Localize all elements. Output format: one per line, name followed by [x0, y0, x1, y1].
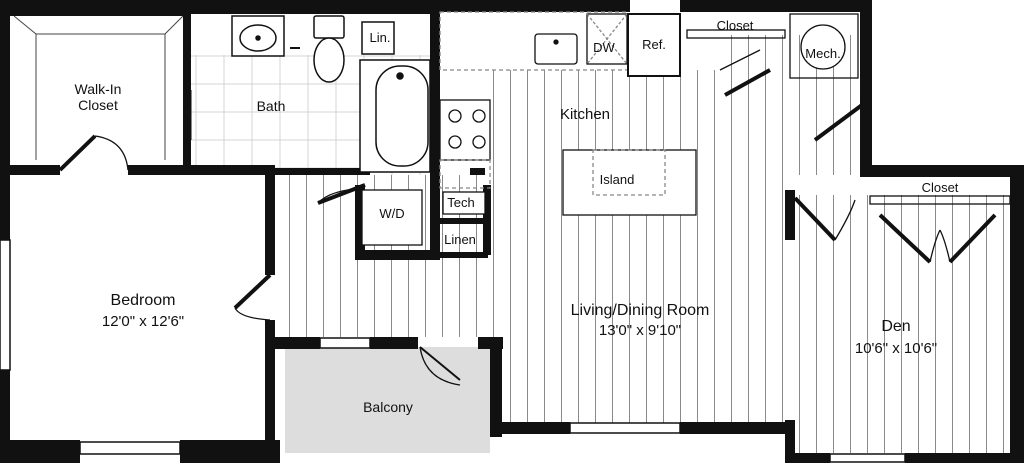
mechanical-label: Mech.	[805, 46, 840, 61]
closet-entry-label: Closet	[717, 18, 754, 33]
dishwasher-label: DW	[593, 40, 615, 55]
closet-shelf	[13, 15, 184, 160]
refrigerator-label: Ref.	[642, 37, 666, 52]
windows	[0, 239, 906, 463]
den-label: Den	[881, 318, 910, 335]
closet-den-label: Closet	[922, 180, 959, 195]
bedroom-label: Bedroom	[111, 292, 176, 309]
den-dimensions: 10'6" x 10'6"	[855, 340, 937, 357]
walk-in-closet-label-1: Walk-In	[75, 81, 122, 97]
bath-label: Bath	[257, 98, 286, 114]
kitchen-label: Kitchen	[560, 106, 610, 123]
tech-label: Tech	[447, 195, 474, 210]
room-labels: Walk-In Closet Bath Lin. DW Ref. Closet …	[75, 18, 959, 415]
balcony-label: Balcony	[363, 399, 413, 415]
linen-label: Linen	[444, 232, 476, 247]
linen-bath-label: Lin.	[370, 30, 391, 45]
living-dining-label: Living/Dining Room	[571, 302, 710, 319]
washer-dryer-label: W/D	[379, 206, 404, 221]
island-label: Island	[600, 172, 635, 187]
doors	[58, 49, 997, 386]
balcony-area	[285, 347, 490, 453]
living-dining-dimensions: 13'0" x 9'10"	[599, 322, 681, 339]
bath-fixtures	[188, 15, 431, 173]
walk-in-closet-label-2: Closet	[78, 97, 118, 113]
bedroom-dimensions: 12'0" x 12'6"	[102, 313, 184, 330]
kitchen-fixtures	[361, 11, 1011, 246]
